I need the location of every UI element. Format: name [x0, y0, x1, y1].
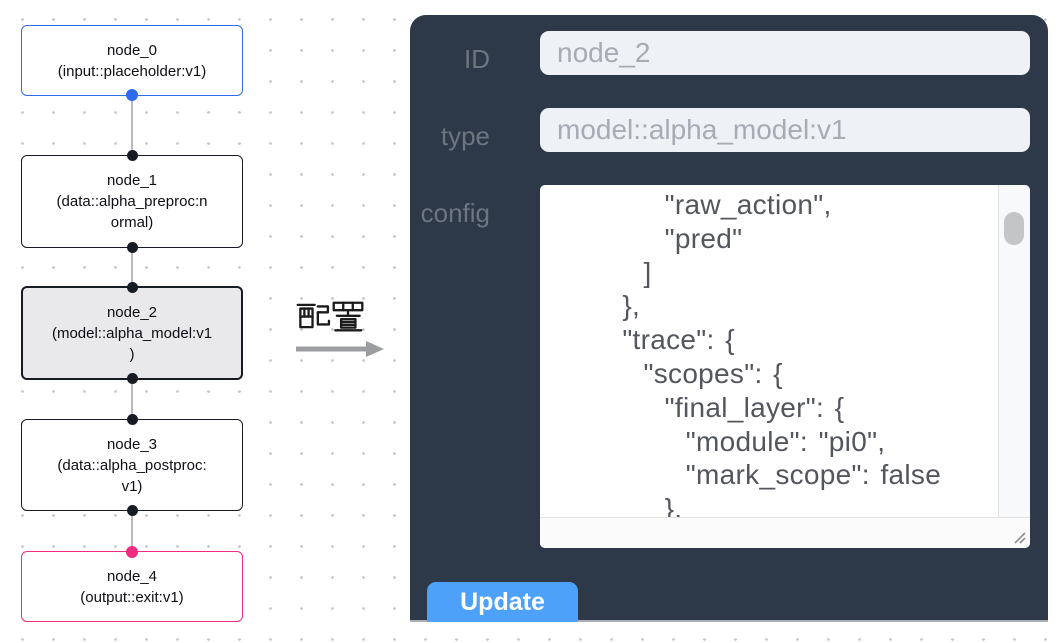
flow-node-node_3[interactable]: node_3 (data::alpha_postproc: v1)	[21, 414, 243, 516]
update-button[interactable]: Update	[427, 582, 578, 622]
flow-edge	[130, 511, 133, 552]
scrollbar-corner	[540, 517, 1030, 548]
target-handle[interactable]	[126, 282, 138, 293]
source-handle[interactable]	[126, 505, 138, 516]
flow-node-node_2[interactable]: node_2 (model::alpha_model:v1 )	[21, 282, 243, 384]
configure-annotation	[296, 298, 388, 359]
target-handle[interactable]	[126, 546, 138, 558]
flow-node-node_4[interactable]: node_4 (output::exit:v1)	[21, 546, 243, 622]
configure-label-glyph	[296, 301, 364, 332]
flow-edge	[130, 248, 133, 287]
source-handle[interactable]	[126, 242, 138, 253]
scrollbar-thumb[interactable]	[1004, 212, 1024, 245]
flow-edge	[130, 96, 133, 156]
config-json-text[interactable]: "raw_action", "pred" ] }, "trace": { "sc…	[622, 189, 942, 548]
config-panel: ID type config "raw_action", "pred" ] },…	[410, 15, 1048, 622]
type-input[interactable]	[540, 108, 1030, 152]
flow-node-node_1[interactable]: node_1 (data::alpha_preproc:n ormal)	[21, 150, 243, 253]
target-handle[interactable]	[126, 414, 138, 425]
node-label: node_0 (input::placeholder:v1)	[57, 41, 207, 80]
source-handle[interactable]	[126, 373, 138, 384]
target-handle[interactable]	[126, 150, 138, 161]
config-label: config	[420, 198, 490, 228]
node-label: node_3 (data::alpha_postproc: v1)	[57, 435, 207, 495]
node-label: node_2 (model::alpha_model:v1 )	[51, 303, 213, 363]
flow-edge	[130, 380, 133, 420]
node-label: node_1 (data::alpha_preproc:n ormal)	[56, 172, 208, 231]
arrow-right-icon	[296, 341, 384, 357]
id-input[interactable]	[540, 31, 1030, 75]
id-label: ID	[464, 44, 490, 74]
scrollbar-track[interactable]	[998, 185, 1030, 548]
config-json-editor[interactable]: "raw_action", "pred" ] }, "trace": { "sc…	[540, 185, 1030, 548]
resize-handle-icon[interactable]	[1011, 529, 1027, 545]
source-handle[interactable]	[126, 89, 138, 101]
flow-node-node_0[interactable]: node_0 (input::placeholder:v1)	[21, 25, 243, 101]
type-label: type	[440, 121, 490, 151]
node-label: node_4 (output::exit:v1)	[80, 567, 184, 606]
